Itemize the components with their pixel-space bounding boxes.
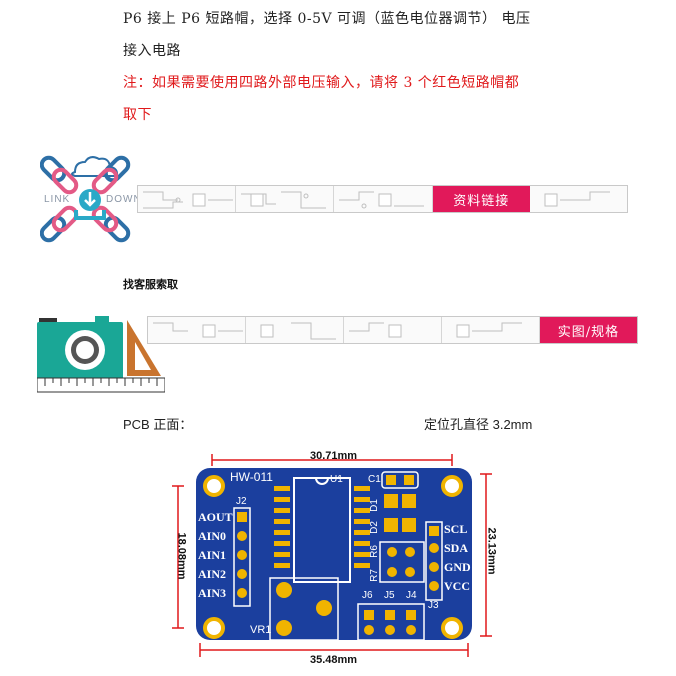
bottom-dimension: 35.48mm (310, 654, 358, 666)
circuit-segment (344, 317, 442, 343)
j4-label: J4 (406, 590, 417, 601)
pin-label: AOUT (198, 510, 233, 524)
circuit-segment (138, 186, 237, 212)
link-download-icon[interactable]: LINK DOWN (39, 150, 142, 250)
j5-label: J5 (384, 590, 395, 601)
right-pin-labels: SCL SDA GND VCC (444, 522, 471, 593)
circuit-segment (148, 317, 246, 343)
download-banner: 资料链接 (137, 185, 628, 213)
j6-label: J6 (362, 590, 373, 601)
r6-label: R6 (368, 545, 380, 558)
instruction-line-2: 接入电路 (123, 43, 181, 59)
service-text: 找客服索取 (123, 279, 178, 291)
left-dimension: 18.08mm (175, 532, 188, 580)
photo-banner: 实图/规格 (147, 316, 638, 344)
circuit-segment (334, 186, 433, 212)
circuit-segment (530, 186, 627, 212)
pcb-board-figure: 30.71mm 35.48mm 18.08mm 23.13mm HW-011 U… (170, 440, 500, 672)
instruction-line-1: P6 接上 P6 短路帽，选择 0-5V 可调（蓝色电位器调节） 电压 (123, 11, 531, 27)
circuit-segment (442, 317, 540, 343)
right-dimension: 23.13mm (485, 527, 498, 575)
j3-label: J3 (428, 600, 439, 611)
camera-ruler-icon[interactable] (36, 312, 166, 394)
note-line-2: 取下 (123, 107, 152, 123)
link-label: LINK (44, 194, 71, 205)
circuit-segment (246, 317, 344, 343)
j2-label: J2 (236, 496, 247, 507)
top-dimension: 30.71mm (310, 450, 358, 462)
hole-diameter-label: 定位孔直径 3.2mm (424, 417, 533, 432)
pin-label: VCC (444, 579, 470, 593)
pin-label: GND (444, 560, 471, 574)
note-line-1: 注：如果需要使用四路外部电压输入，请将 3 个红色短路帽都 (123, 75, 520, 91)
pin-label: AIN1 (198, 548, 227, 562)
board-model: HW-011 (230, 470, 273, 484)
resource-link-button[interactable]: 资料链接 (432, 186, 530, 212)
u1-label: U1 (330, 474, 343, 485)
left-pin-labels: AOUT AIN0 AIN1 AIN2 AIN3 (198, 510, 233, 600)
d1-label: D1 (368, 499, 380, 512)
c1-label: C1 (368, 474, 381, 485)
r7-label: R7 (368, 569, 380, 582)
pin-label: AIN0 (198, 529, 227, 543)
down-label: DOWN (106, 194, 142, 205)
pcb-front-label: PCB 正面： (123, 417, 193, 432)
pin-label: SCL (444, 522, 468, 536)
pin-label: SDA (444, 541, 469, 555)
vr1-label: VR1 (250, 624, 272, 636)
pin-label: AIN2 (198, 567, 227, 581)
photo-spec-button[interactable]: 实图/规格 (540, 317, 637, 343)
circuit-segment (236, 186, 335, 212)
pin-label: AIN3 (198, 586, 227, 600)
d2-label: D2 (368, 521, 380, 534)
